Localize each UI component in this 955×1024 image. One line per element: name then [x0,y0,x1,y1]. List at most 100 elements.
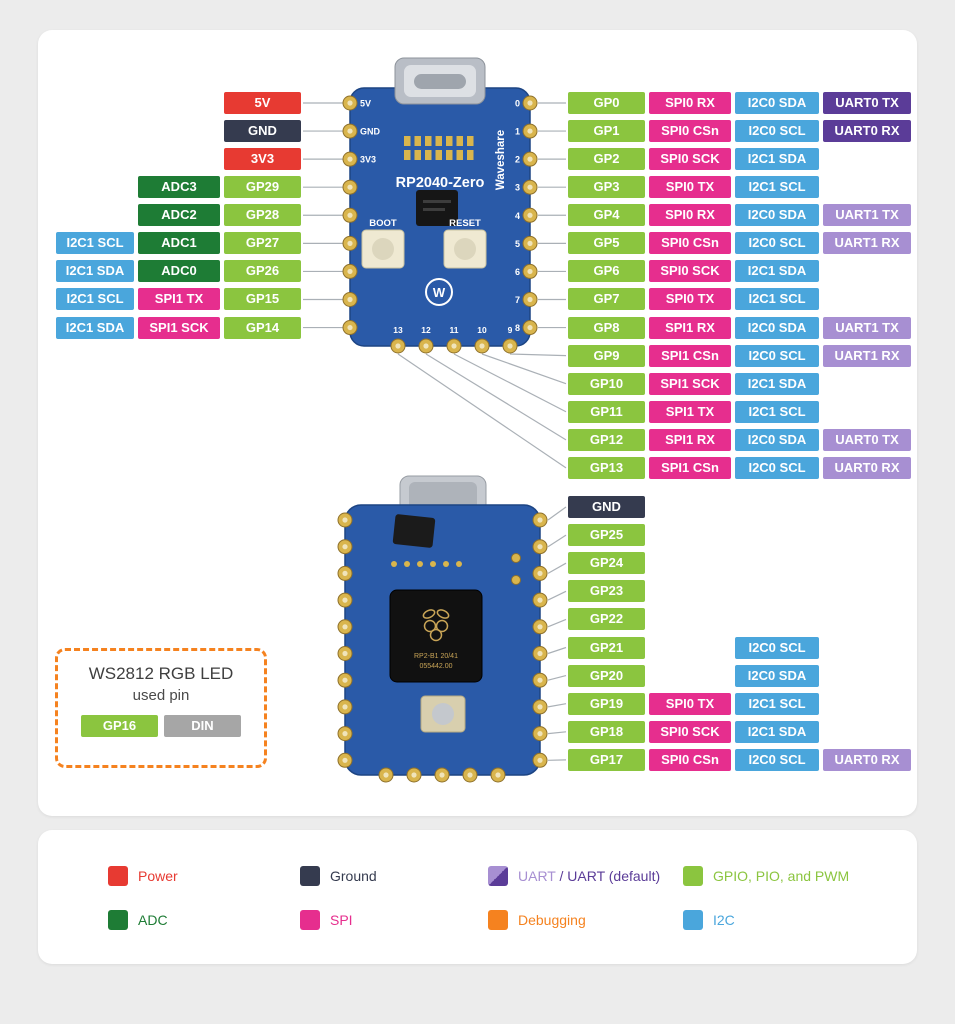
solder-pads [337,95,548,783]
pad-label: 4 [515,211,520,221]
pin-badge-gp19: GP19 [568,692,645,715]
pin-badge-gp26: GP26 [224,260,301,283]
solder-pad-hole [347,324,353,331]
leader-line [547,506,567,521]
test-pad [456,561,462,567]
pin-badge-i2c1-sda: I2C1 SDA [56,260,134,283]
pin-badge-spi0-sck: SPI0 SCK [649,148,731,171]
legend-swatch-debug [488,910,508,930]
reset-button-dome [454,238,476,260]
pin-badge-spi1-rx: SPI1 RX [649,316,731,339]
front-board-render: RP2040-Zero Waveshare BOOT RESET W [349,57,531,347]
test-pad [443,561,449,567]
board-brand-text: Waveshare [495,130,507,190]
solder-pad-hole [342,544,348,550]
leader-line [453,353,567,413]
emi-pad [425,136,432,146]
solder-pad-hole [527,100,533,106]
solder-pad-hole [495,772,501,778]
reset-label: RESET [449,218,481,229]
pin-badge-spi1-csn: SPI1 CSn [649,456,731,479]
leader-line [481,353,567,385]
solder-pad-hole [347,212,353,218]
solder-pad-hole [537,570,543,577]
leader-line [547,703,567,708]
chip-marking-line1: RP2-B1 20/41 [414,653,458,660]
back-board-render: RP2-B1 20/41 055442.00 [344,475,541,776]
legend-swatch-spi [300,910,320,930]
pin-badge-gp17: GP17 [568,748,645,771]
legend-item-spi: SPI [300,910,353,930]
solder-pad-hole [537,624,543,630]
ws2812-title: WS2812 RGB LED [88,664,234,683]
pin-badge-gp2: GP2 [568,148,645,171]
legend-swatch-power [108,866,128,886]
pin-badge-i2c1-scl: I2C1 SCL [735,400,819,423]
solder-pad-hole [537,597,543,603]
pin-badge-gp21: GP21 [568,636,645,659]
pin-badge-uart1-rx: UART1 RX [823,232,911,255]
pin-badge-gp18: GP18 [568,720,645,743]
pad-label: 0 [515,99,520,109]
pin-badge-i2c0-sda: I2C0 SDA [735,316,819,339]
pin-badge-gp9: GP9 [568,344,645,367]
leader-line [547,675,567,681]
emi-pad [425,150,432,160]
solder-pad-hole [537,544,543,550]
rp2040-chip [389,589,483,683]
legend-swatch-gpio [683,866,703,886]
legend-label-gpio: GPIO, PIO, and PWM [713,868,850,884]
legend-label-part: / UART (default) [559,868,661,884]
emi-pad [446,150,453,160]
solder-pad-hole [527,184,533,190]
pin-badge-spi1-tx: SPI1 TX [138,288,220,311]
boot-button-dome [372,238,394,260]
pin-badge-i2c1-scl: I2C1 SCL [735,288,819,311]
waveshare-logo-letter: W [433,285,446,300]
solder-pad-hole [507,343,513,349]
pin-badge-gp1: GP1 [568,120,645,143]
pin-badge-i2c1-scl: I2C1 SCL [735,176,819,199]
pin-badge-gp3: GP3 [568,176,645,199]
test-pad [417,561,423,567]
pin-badge-gp0: GP0 [568,92,645,114]
pin-badge-spi0-rx: SPI0 RX [649,92,731,114]
pin-badge-i2c1-sda: I2C1 SDA [735,720,819,743]
emi-pad [456,150,463,160]
emi-pad [435,150,442,160]
solder-pad-hole [347,296,353,303]
board-decor [391,136,521,585]
pin-badge-gp24: GP24 [568,552,645,575]
pad-label: 3 [515,183,520,193]
leader-line [397,353,567,469]
pin-badge-spi0-tx: SPI0 TX [649,692,731,715]
pin-badge-gp11: GP11 [568,400,645,423]
pad-label: 7 [515,295,520,305]
pin-badge-gp25: GP25 [568,524,645,547]
solder-pad-hole [383,772,389,778]
leader-line [425,353,567,441]
through-hole [511,553,521,563]
legend-label-part: UART [518,868,560,884]
legend-swatch-adc [108,910,128,930]
pin-badge-uart0-tx: UART0 TX [823,92,911,114]
solder-pad-hole [467,772,473,778]
solder-pad-hole [537,757,543,763]
board-title-text: RP2040-Zero [396,175,485,191]
solder-pad-hole [527,156,533,162]
leader-line [547,590,567,601]
pin-badge-gp28: GP28 [224,204,301,227]
pin-badge-gp6: GP6 [568,260,645,283]
chip-marking-line2: 055442.00 [419,663,452,670]
pin-badge-gnd: GND [224,120,301,143]
legend-swatch-i2c [683,910,703,930]
pad-label: 13 [393,325,403,335]
pin-badge-adc1: ADC1 [138,232,220,255]
pin-badge-gp22: GP22 [568,608,645,631]
pin-badge-din: DIN [164,715,241,737]
pin-badge-i2c1-sda: I2C1 SDA [735,372,819,395]
pin-badge-i2c1-scl: I2C1 SCL [56,288,134,311]
